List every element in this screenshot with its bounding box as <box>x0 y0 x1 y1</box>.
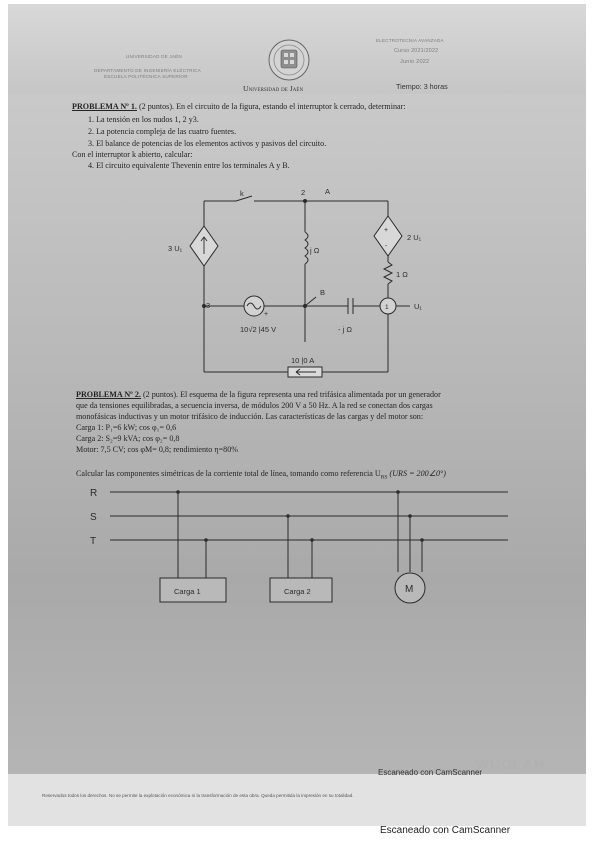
scanned-outer-note: Escaneado con CamScanner <box>380 825 511 836</box>
university-name: Universidad de Jaén <box>243 84 304 93</box>
node-1-label: 1 <box>385 304 389 311</box>
scanner-watermark-logo: WUOLAH <box>476 756 545 772</box>
problem2-points: (2 puntos). <box>142 390 179 399</box>
node-a-label: A <box>325 187 330 196</box>
switch-k-label: k <box>240 189 244 198</box>
voltage-source-label: 10√2 |45 V <box>240 325 276 334</box>
inductor-label: j Ω <box>309 246 320 255</box>
problem1-points: (2 puntos). <box>138 102 175 111</box>
problem2-line-2: que da tensiones equilibradas, a secuenc… <box>76 401 433 410</box>
node-b-label: B <box>320 288 325 297</box>
rights-notice: Reservados todos los derechos. No se per… <box>42 793 354 798</box>
problem1-item-4: 4. El circuito equivalente Thevenin entr… <box>88 161 290 170</box>
problem2-load-1: Carga 1: P₁=6 kW; cos φ₁= 0,6 <box>76 423 177 432</box>
problem1-item-1: 1. La tensión en los nudos 1, 2 y3. <box>88 115 199 124</box>
header-department: DEPARTAMENTO DE INGENIERÍA ELÉCTRICA <box>94 68 201 73</box>
problem2-question: Calcular las componentes simétricas de l… <box>76 468 446 481</box>
problem2-line-3: monofásicas inductivas y un motor trifás… <box>76 412 424 421</box>
problem1-item-2: 2. La potencia compleja de las cuatro fu… <box>88 127 237 136</box>
problem2-load-2: Carga 2: S₂=9 kVA; cos φ₂= 0,8 <box>76 434 180 443</box>
header-session: Junio 2022 <box>400 59 430 65</box>
meter-label: U₁ <box>414 302 422 311</box>
right-source-plus: + <box>384 227 388 234</box>
capacitor-label: - j Ω <box>338 325 352 334</box>
right-source-minus: - <box>385 243 388 250</box>
node-2-label: 2 <box>301 188 305 197</box>
header-university-small: UNIVERSIDAD DE JAÉN <box>126 54 182 59</box>
problem2-ref-sub: RS <box>380 474 388 481</box>
header-school: ESCUELA POLITÉCNICA SUPERIOR <box>104 74 188 79</box>
problem2-question-text: Calcular las componentes simétricas de l… <box>76 469 381 478</box>
voltage-source-plus: + <box>264 311 268 318</box>
problem2-title: PROBLEMA Nº 2. <box>76 390 141 399</box>
header-course: Curso 2021/2022 <box>394 48 439 54</box>
current-source-label: 10 |0 A <box>291 356 314 365</box>
university-seal-icon <box>268 39 310 81</box>
circuit-diagram: + - + k 2 A 3 U₁ 2 U₁ j Ω 1 Ω B 3 1 U₁ 1… <box>168 187 422 378</box>
phase-s-label: S <box>90 512 97 523</box>
problem2-motor: Motor: 7,5 CV; cos φM= 0,8; rendimiento … <box>76 445 238 454</box>
header-subject: ELECTROTECNIA AVANZADA <box>376 38 444 43</box>
problem2-intro: El esquema de la figura representa una r… <box>180 390 441 399</box>
problem1-item-3: 3. El balance de potencias de los elemen… <box>88 139 327 148</box>
load-2-label: Carga 2 <box>284 587 311 596</box>
phase-t-label: T <box>90 536 96 547</box>
problem2-ref-value: (URS = 200∠0°) <box>389 469 446 478</box>
right-source-label: 2 U₁ <box>407 233 422 242</box>
scanned-inner-note: Escaneado con CamScanner <box>378 768 483 777</box>
footer-band <box>8 774 586 826</box>
problem1-title: PROBLEMA Nº 1. <box>72 102 137 111</box>
three-phase-network: R S T Carga 1 Carga 2 M <box>90 488 508 604</box>
motor-label: M <box>405 584 413 595</box>
problem1-open-text: Con el interruptor k abierto, calcular: <box>72 150 193 159</box>
problem1-intro: En el circuito de la figura, estando el … <box>176 102 406 111</box>
problem1-statement: PROBLEMA Nº 1. (2 puntos). En el circuit… <box>72 102 406 111</box>
load-1-label: Carga 1 <box>174 587 201 596</box>
header-time: Tiempo: 3 horas <box>396 82 448 91</box>
node-3-label: 3 <box>206 301 210 310</box>
resistor-label: 1 Ω <box>396 270 408 279</box>
phase-r-label: R <box>90 488 97 499</box>
problem2-line-1: PROBLEMA Nº 2. (2 puntos). El esquema de… <box>76 390 441 399</box>
left-source-label: 3 U₁ <box>168 244 183 253</box>
exam-page: UNIVERSIDAD DE JAÉN DEPARTAMENTO DE INGE… <box>8 4 586 826</box>
